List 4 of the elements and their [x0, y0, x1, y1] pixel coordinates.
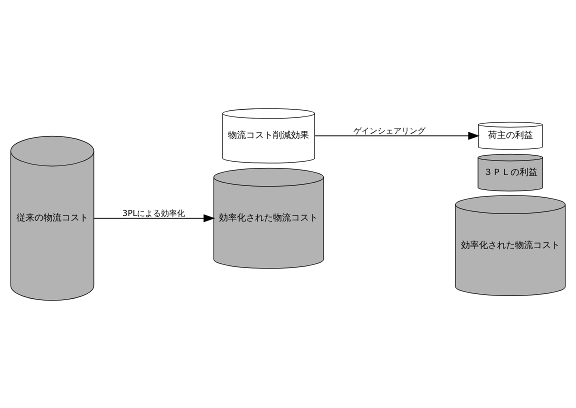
- edge-label: ゲインシェアリング: [354, 125, 426, 136]
- arrow: [93, 214, 216, 222]
- arrow: [314, 131, 480, 140]
- edge-label: 3PLによる効率化: [122, 208, 186, 218]
